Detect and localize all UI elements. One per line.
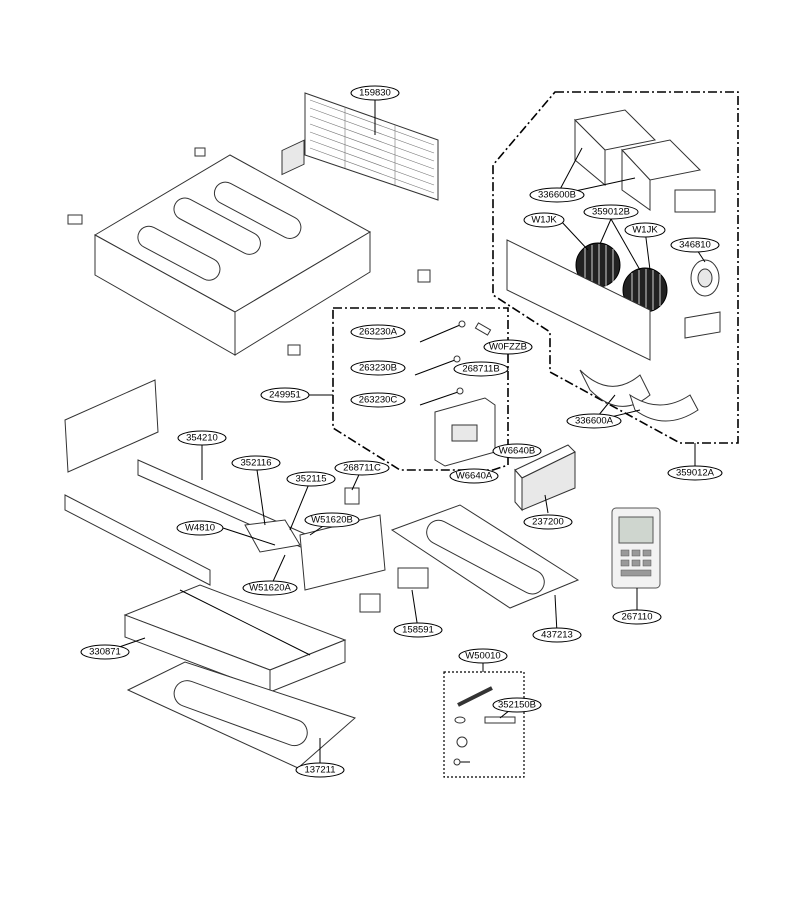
label-336600b: 336600B [529,187,585,203]
svg-text:263230C: 263230C [359,395,398,406]
accessory-kit-parts [453,686,516,766]
svg-text:W4810: W4810 [185,523,215,534]
svg-text:268711C: 268711C [343,463,381,474]
svg-text:249951: 249951 [269,390,301,401]
label-354210: 354210 [177,430,227,446]
svg-text:437213: 437213 [541,630,573,641]
label-w0fzzb: W0FZZB [483,339,533,355]
svg-text:352116: 352116 [241,458,272,469]
control-box-part [414,320,496,467]
accessory-kit-group-boundary [443,671,525,778]
label-437213: 437213 [532,627,582,643]
label-268711c: 268711C [334,460,390,476]
label-159830: 159830 [350,85,400,101]
label-352116: 352116 [231,455,281,471]
label-352115: 352115 [286,471,336,487]
drain-pan-part [123,584,347,693]
top-cabinet-part [67,139,431,356]
label-263230a: 263230A [350,324,406,340]
label-359012a: 359012A [667,465,723,481]
label-263230c: 263230C [350,392,406,408]
label-w6640a: W6640A [449,468,499,484]
svg-text:267110: 267110 [622,612,653,623]
box-237200-part [514,444,576,512]
svg-text:268711B: 268711B [462,364,499,375]
label-w51620b: W51620B [304,512,360,528]
svg-text:W6640B: W6640B [499,446,535,457]
svg-text:354210: 354210 [186,433,218,444]
svg-text:W1JK: W1JK [531,215,557,226]
svg-text:158591: 158591 [402,625,434,636]
label-352150b: 352150B [492,697,542,713]
svg-text:263230B: 263230B [359,363,397,374]
label-w4810: W4810 [176,520,224,536]
svg-text:352115: 352115 [296,474,327,485]
label-w6640b: W6640B [492,443,542,459]
front-panel-part [390,504,580,609]
label-346810: 346810 [670,237,720,253]
svg-text:237200: 237200 [532,517,564,528]
label-w1jk-left: W1JK [523,212,565,228]
svg-text:330871: 330871 [89,647,121,658]
label-263230b: 263230B [350,360,406,376]
filter-grille-part [304,92,439,201]
svg-text:W1JK: W1JK [632,225,658,236]
svg-text:W51620B: W51620B [311,515,353,526]
svg-text:336600A: 336600A [575,416,614,427]
label-w51620a: W51620A [242,580,298,596]
bottom-panel-part [126,661,356,769]
label-w1jk-right: W1JK [624,222,666,238]
svg-text:W0FZZB: W0FZZB [489,342,527,353]
label-137211: 137211 [295,762,345,778]
svg-text:W51620A: W51620A [249,583,291,594]
svg-text:159830: 159830 [359,88,391,99]
fan-housing-upper-part [506,109,721,422]
svg-text:346810: 346810 [679,240,711,251]
label-237200: 237200 [523,514,573,530]
motor-bracket-part [244,487,429,613]
svg-text:263230A: 263230A [359,327,398,338]
label-330871: 330871 [80,644,130,660]
svg-text:336600B: 336600B [538,190,576,201]
label-336600a: 336600A [566,413,622,429]
label-158591: 158591 [393,622,443,638]
electrical-group-boundary [332,307,509,471]
svg-text:359012A: 359012A [676,468,715,479]
label-267110: 267110 [612,609,662,625]
label-w50010: W50010 [458,648,508,664]
label-268711b: 268711B [453,361,509,377]
svg-text:137211: 137211 [305,765,336,776]
svg-text:359012B: 359012B [592,207,630,218]
label-359012b: 359012B [583,204,639,220]
svg-text:352150B: 352150B [498,700,536,711]
remote-controller-part [611,507,661,589]
label-249951: 249951 [260,387,310,403]
svg-text:W50010: W50010 [465,651,500,662]
svg-text:W6640A: W6640A [456,471,493,482]
